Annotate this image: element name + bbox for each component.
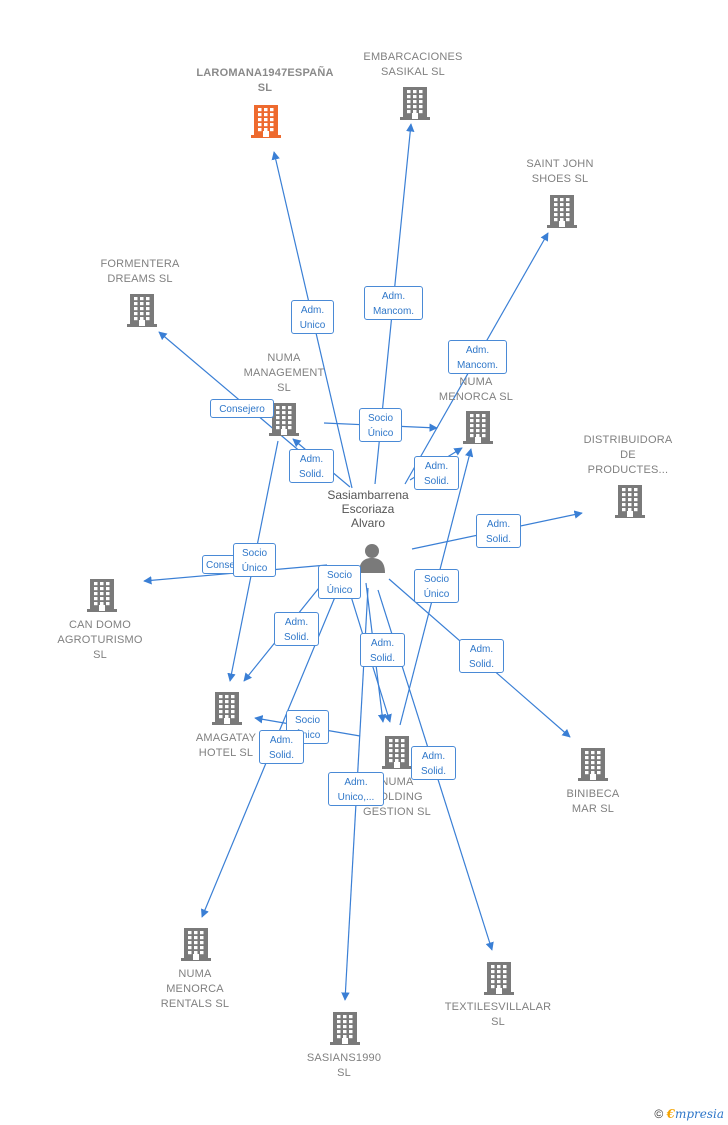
company-node[interactable]: AMAGATAY HOTEL SL [136, 731, 316, 761]
copyright-symbol: © [654, 1107, 664, 1121]
company-name[interactable]: NUMA MANAGEMENT SL [243, 352, 325, 394]
building-icon[interactable] [399, 85, 431, 126]
company-node[interactable]: SAINT JOHN SHOES SL [470, 157, 650, 187]
company-name[interactable]: NUMA HOLDING GESTION SL [362, 776, 432, 818]
brand-initial: € [666, 1107, 675, 1121]
company-node[interactable]: EMBARCACIONES SASIKAL SL [323, 50, 503, 80]
role-label[interactable]: Consejero [210, 399, 274, 418]
role-label[interactable]: Adm. Solid. [289, 449, 334, 483]
company-name[interactable]: SASIANS1990 SL [306, 1052, 382, 1079]
role-label[interactable]: Adm. Solid. [459, 639, 504, 673]
role-label[interactable]: Socio Único [318, 565, 361, 599]
company-node[interactable]: NUMA MENORCA SL [386, 375, 566, 405]
role-label[interactable]: Adm. Solid. [360, 633, 405, 667]
building-icon[interactable] [126, 292, 158, 333]
company-name[interactable]: EMBARCACIONES SASIKAL SL [363, 51, 463, 78]
building-icon[interactable] [381, 734, 413, 775]
building-icon[interactable] [462, 409, 494, 450]
role-label[interactable]: Adm. Solid. [259, 730, 304, 764]
person-name[interactable]: Sasiambarrena Escoriaza Alvaro [327, 488, 409, 530]
role-label[interactable]: Socio Único [233, 543, 276, 577]
building-icon[interactable] [268, 401, 300, 442]
role-label[interactable]: Adm. Solid. [414, 456, 459, 490]
brand-logo: €mpresia [667, 1107, 724, 1121]
company-node[interactable]: FORMENTERA DREAMS SL [50, 257, 230, 287]
role-label[interactable]: Adm. Mancom. [448, 340, 507, 374]
brand-name: mpresia [674, 1107, 724, 1121]
role-label[interactable]: Adm. Solid. [274, 612, 319, 646]
company-name[interactable]: TEXTILESVILLALAR SL [444, 1001, 552, 1028]
building-icon[interactable] [329, 1010, 361, 1051]
building-icon[interactable] [546, 193, 578, 234]
role-label[interactable]: Adm. Solid. [476, 514, 521, 548]
building-icon[interactable] [483, 960, 515, 1001]
role-label[interactable]: Socio Único [414, 569, 459, 603]
company-node[interactable]: TEXTILESVILLALAR SL [408, 1000, 588, 1030]
role-label[interactable]: Adm. Unico,... [328, 772, 384, 806]
company-name[interactable]: BINIBECA MAR SL [566, 788, 620, 815]
role-label[interactable]: Socio Único [359, 408, 402, 442]
company-name[interactable]: DISTRIBUIDORA DE PRODUCTES... [583, 434, 673, 476]
company-name[interactable]: SAINT JOHN SHOES SL [526, 158, 594, 185]
building-icon[interactable] [577, 746, 609, 787]
role-label[interactable]: Adm. Mancom. [364, 286, 423, 320]
company-name[interactable]: FORMENTERA DREAMS SL [100, 258, 180, 285]
building-icon[interactable] [250, 103, 282, 144]
role-label[interactable]: Adm. Unico [291, 300, 334, 334]
building-icon[interactable] [614, 483, 646, 524]
role-label[interactable]: Adm. Solid. [411, 746, 456, 780]
company-name[interactable]: AMAGATAY HOTEL SL [195, 732, 257, 759]
company-node[interactable]: BINIBECA MAR SL [503, 787, 683, 817]
building-icon[interactable] [86, 577, 118, 618]
company-node[interactable]: NUMA MENORCA RENTALS SL [105, 967, 285, 1012]
footer-brand: © €mpresia [654, 1107, 724, 1121]
company-node[interactable]: LAROMANA1947ESPAÑA SL [175, 66, 355, 96]
company-node[interactable]: NUMA MANAGEMENT SL [194, 351, 374, 396]
building-icon[interactable] [211, 690, 243, 731]
company-node[interactable]: DISTRIBUIDORA DE PRODUCTES... [538, 433, 718, 478]
company-node[interactable]: CAN DOMO AGROTURISMO SL [10, 618, 190, 663]
company-node[interactable]: NUMA HOLDING GESTION SL [307, 775, 487, 820]
company-name[interactable]: CAN DOMO AGROTURISMO SL [57, 619, 143, 661]
company-node[interactable]: SASIANS1990 SL [254, 1051, 434, 1081]
company-name[interactable]: NUMA MENORCA RENTALS SL [160, 968, 230, 1010]
company-name[interactable]: LAROMANA1947ESPAÑA SL [196, 67, 334, 94]
building-icon[interactable] [180, 926, 212, 967]
company-name[interactable]: NUMA MENORCA SL [438, 376, 514, 403]
person-icon[interactable] [359, 544, 385, 573]
